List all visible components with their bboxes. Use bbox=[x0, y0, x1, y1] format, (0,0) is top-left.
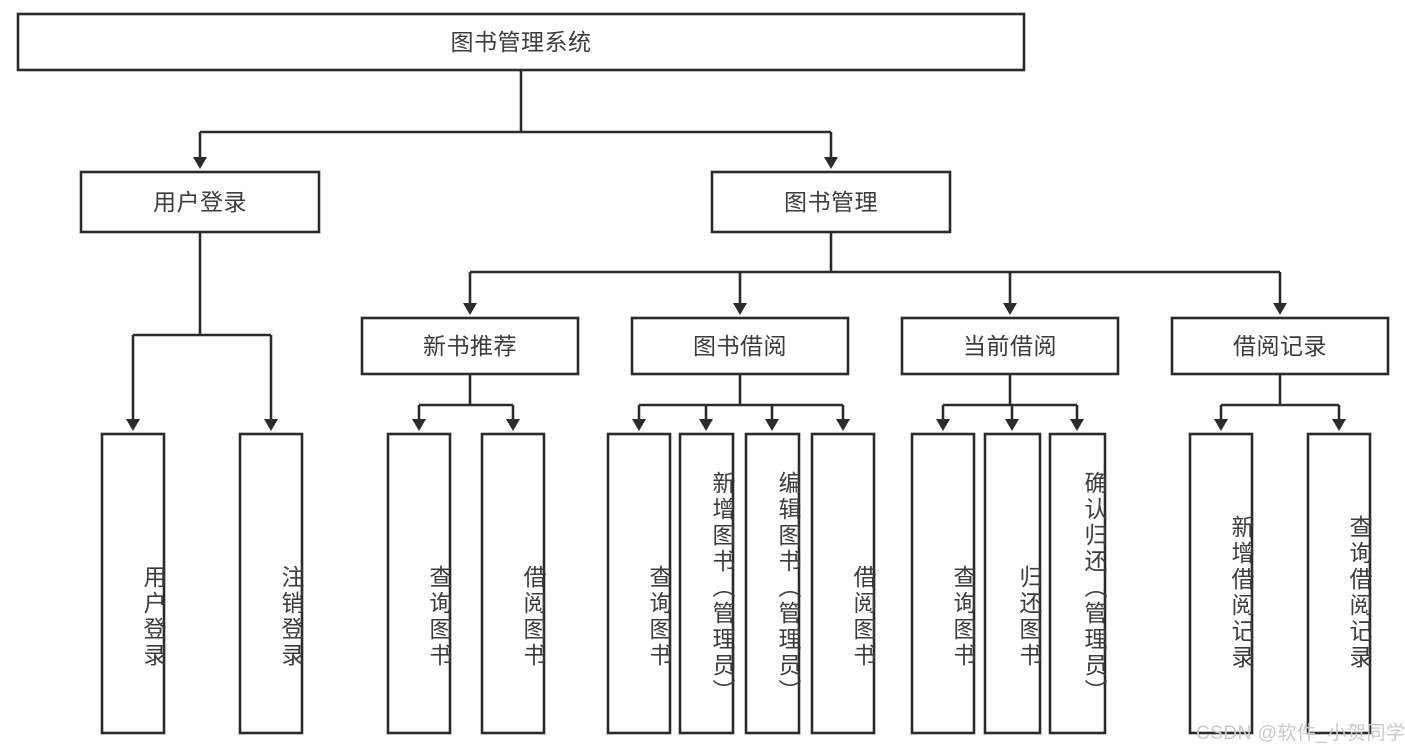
node-box-leaf-add-borrow-record[interactable] bbox=[1188, 432, 1254, 735]
node-box-leaf-edit-book-admin[interactable] bbox=[744, 432, 801, 735]
node-box-borrow-records[interactable] bbox=[1170, 316, 1390, 376]
node-box-new-book-recommend[interactable] bbox=[360, 316, 580, 376]
connector-book-borrow-to-leaves bbox=[632, 374, 850, 431]
csdn-watermark: CSDN @软件_小贺同学 bbox=[1196, 723, 1405, 744]
node-box-leaf-user-logout[interactable] bbox=[238, 432, 304, 735]
node-box-leaf-borrow-book-recommend[interactable] bbox=[480, 432, 546, 735]
node-box-leaf-confirm-return-admin[interactable] bbox=[1048, 432, 1107, 735]
connector-book-management-to-level3 bbox=[463, 232, 1287, 315]
node-box-leaf-add-book-admin[interactable] bbox=[678, 432, 735, 735]
connector-new-book-recommend-to-leaves bbox=[412, 374, 520, 431]
node-box-user-login[interactable] bbox=[79, 170, 321, 234]
connector-root-to-level2 bbox=[193, 70, 838, 169]
node-box-leaf-query-book-current[interactable] bbox=[910, 432, 976, 735]
connector-current-borrow-to-leaves bbox=[936, 374, 1084, 431]
node-box-leaf-borrow-book[interactable] bbox=[810, 432, 876, 735]
node-box-current-borrow[interactable] bbox=[900, 316, 1120, 376]
node-box-leaf-return-book[interactable] bbox=[983, 432, 1042, 735]
node-box-root[interactable] bbox=[16, 12, 1026, 72]
node-box-leaf-user-login[interactable] bbox=[100, 432, 166, 735]
node-box-leaf-query-book-recommend[interactable] bbox=[386, 432, 452, 735]
node-box-leaf-query-borrow-record[interactable] bbox=[1306, 432, 1372, 735]
connector-user-login-to-leaves bbox=[126, 232, 278, 431]
node-box-book-management[interactable] bbox=[710, 170, 952, 234]
node-box-leaf-query-book-borrow[interactable] bbox=[606, 432, 672, 735]
connector-borrow-records-to-leaves bbox=[1214, 374, 1346, 431]
node-box-book-borrow[interactable] bbox=[630, 316, 850, 376]
